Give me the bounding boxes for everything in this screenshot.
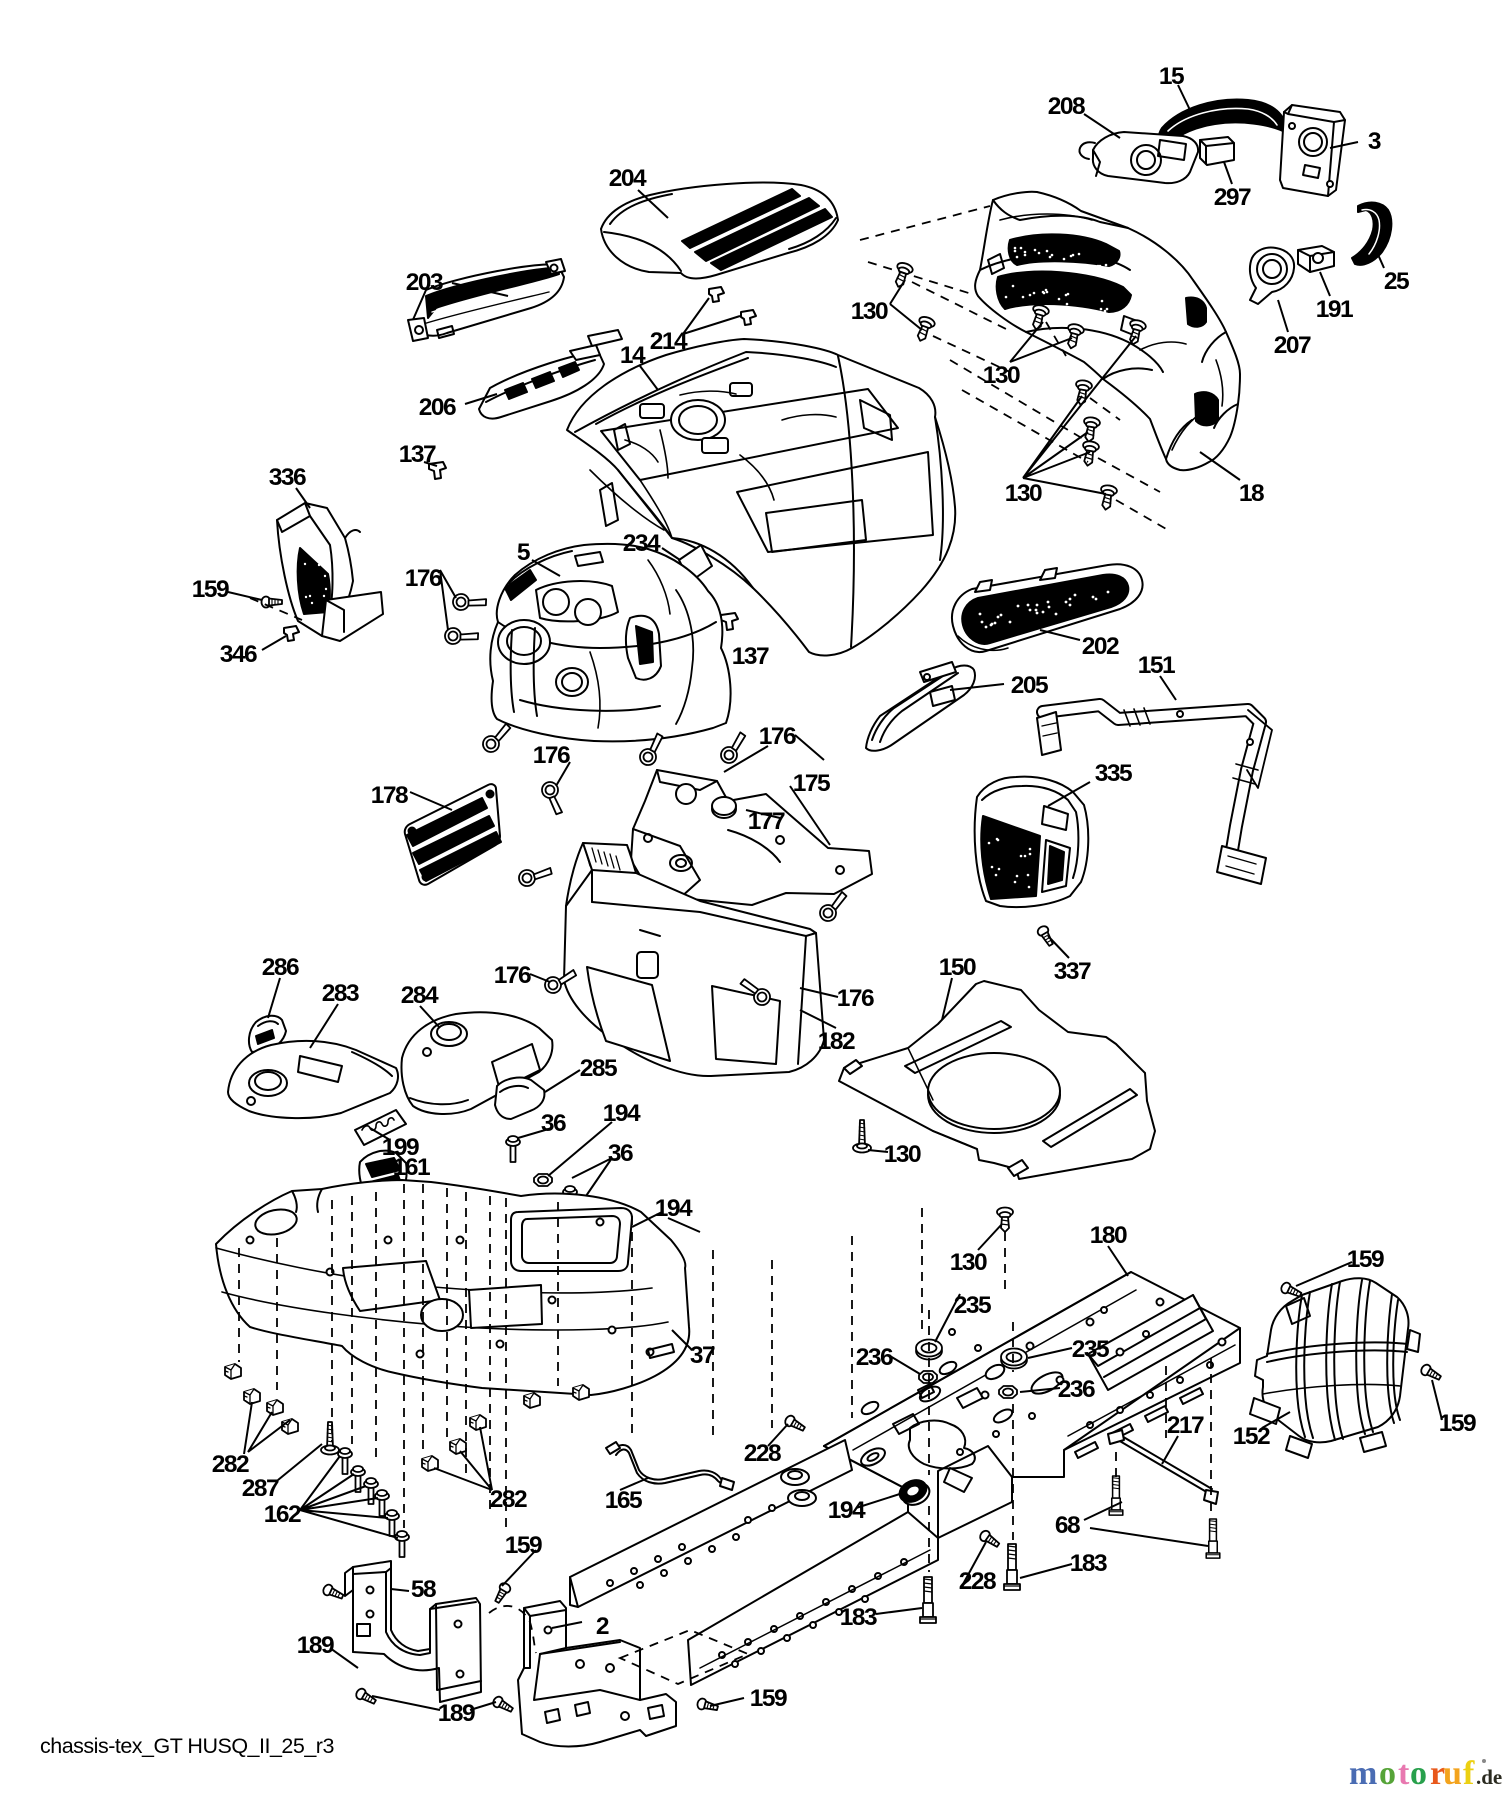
svg-text:159: 159 [192, 576, 229, 603]
svg-text:130: 130 [1005, 480, 1042, 507]
svg-text:t: t [1398, 1755, 1410, 1792]
svg-text:234: 234 [623, 530, 661, 557]
svg-text:202: 202 [1082, 633, 1119, 660]
svg-text:297: 297 [1214, 184, 1251, 211]
svg-text:152: 152 [1233, 1423, 1270, 1450]
svg-text:286: 286 [262, 954, 299, 981]
svg-text:206: 206 [419, 394, 456, 421]
svg-text:336: 336 [269, 464, 306, 491]
svg-text:176: 176 [405, 565, 442, 592]
svg-text:217: 217 [1167, 1412, 1204, 1439]
svg-text:204: 204 [609, 165, 647, 192]
svg-text:159: 159 [1347, 1246, 1384, 1273]
svg-text:162: 162 [264, 1501, 301, 1528]
svg-text:159: 159 [505, 1532, 542, 1559]
svg-text:235: 235 [1072, 1336, 1109, 1363]
svg-text:165: 165 [605, 1487, 642, 1514]
svg-text:14: 14 [620, 342, 646, 369]
svg-text:150: 150 [939, 954, 976, 981]
svg-text:199: 199 [382, 1134, 419, 1161]
svg-text:u: u [1443, 1755, 1462, 1792]
svg-text:182: 182 [818, 1028, 855, 1055]
svg-text:285: 285 [580, 1055, 617, 1082]
svg-text:o: o [1379, 1755, 1396, 1792]
svg-text:205: 205 [1011, 672, 1048, 699]
svg-text:130: 130 [983, 362, 1020, 389]
svg-text:194: 194 [828, 1497, 866, 1524]
svg-text:214: 214 [650, 328, 688, 355]
svg-text:177: 177 [748, 808, 785, 835]
svg-text:f: f [1463, 1755, 1475, 1792]
svg-text:36: 36 [541, 1110, 566, 1137]
svg-text:346: 346 [220, 641, 257, 668]
svg-text:15: 15 [1159, 63, 1184, 90]
svg-text:189: 189 [297, 1632, 334, 1659]
svg-text:o: o [1410, 1755, 1427, 1792]
svg-text:337: 337 [1054, 958, 1091, 985]
svg-text:25: 25 [1384, 268, 1409, 295]
svg-text:236: 236 [856, 1344, 893, 1371]
svg-text:176: 176 [494, 962, 531, 989]
svg-text:.de: .de [1476, 1765, 1502, 1789]
svg-text:282: 282 [490, 1486, 527, 1513]
svg-text:37: 37 [690, 1342, 715, 1369]
svg-text:159: 159 [1439, 1410, 1476, 1437]
svg-text:3: 3 [1368, 128, 1381, 155]
svg-text:130: 130 [851, 298, 888, 325]
svg-text:207: 207 [1274, 332, 1311, 359]
svg-text:36: 36 [608, 1140, 633, 1167]
svg-text:183: 183 [840, 1604, 877, 1631]
svg-text:176: 176 [533, 742, 570, 769]
svg-text:159: 159 [750, 1685, 787, 1712]
svg-text:208: 208 [1048, 93, 1085, 120]
svg-text:283: 283 [322, 980, 359, 1007]
svg-text:r: r [1430, 1755, 1445, 1792]
svg-text:137: 137 [399, 441, 436, 468]
svg-text:176: 176 [759, 723, 796, 750]
svg-text:228: 228 [744, 1440, 781, 1467]
svg-text:m: m [1349, 1755, 1377, 1792]
svg-text:183: 183 [1070, 1550, 1107, 1577]
svg-text:175: 175 [793, 770, 830, 797]
svg-text:161: 161 [393, 1154, 430, 1181]
svg-text:68: 68 [1055, 1512, 1080, 1539]
svg-text:189: 189 [438, 1700, 475, 1727]
svg-text:282: 282 [212, 1451, 249, 1478]
svg-text:18: 18 [1239, 480, 1264, 507]
svg-text:236: 236 [1058, 1376, 1095, 1403]
svg-text:228: 228 [959, 1568, 996, 1595]
svg-text:335: 335 [1095, 760, 1132, 787]
svg-text:176: 176 [837, 985, 874, 1012]
svg-text:151: 151 [1138, 652, 1175, 679]
svg-text:191: 191 [1316, 296, 1353, 323]
svg-text:178: 178 [371, 782, 408, 809]
svg-text:5: 5 [517, 539, 530, 566]
svg-text:194: 194 [655, 1195, 693, 1222]
svg-text:180: 180 [1090, 1222, 1127, 1249]
svg-text:284: 284 [401, 982, 439, 1009]
svg-text:chassis-tex_GT HUSQ_II_25_r3: chassis-tex_GT HUSQ_II_25_r3 [40, 1734, 334, 1758]
svg-text:58: 58 [411, 1576, 436, 1603]
svg-text:137: 137 [732, 643, 769, 670]
svg-text:287: 287 [242, 1475, 279, 1502]
svg-text:194: 194 [603, 1100, 641, 1127]
svg-text:130: 130 [950, 1249, 987, 1276]
svg-text:130: 130 [884, 1141, 921, 1168]
svg-text:203: 203 [406, 269, 443, 296]
svg-text:235: 235 [954, 1292, 991, 1319]
svg-text:2: 2 [596, 1613, 609, 1640]
